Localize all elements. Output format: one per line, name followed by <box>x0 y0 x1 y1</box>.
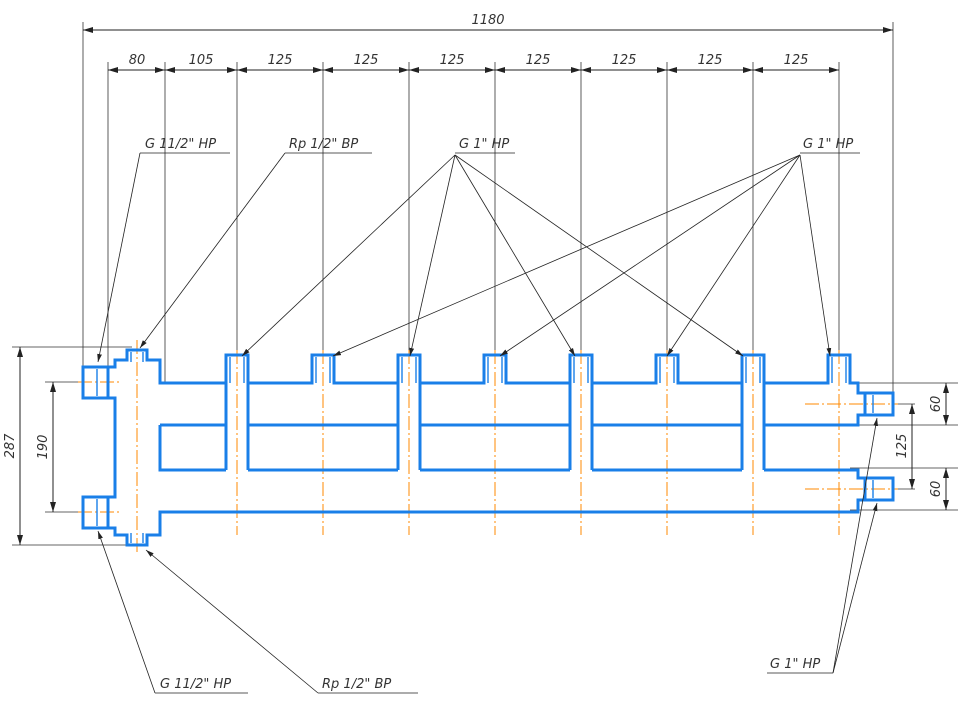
dim-spacing: 125 <box>526 53 551 68</box>
callout-left-top-thread: G 11/2" НР <box>145 137 216 152</box>
callout-center-outlets: G 1" НР <box>459 137 509 152</box>
dim-spacing: 125 <box>698 53 723 68</box>
dim-left-spacing: 190 <box>36 435 51 460</box>
dim-spacing: 80 <box>129 53 146 68</box>
callout-right-outlets: G 1" НР <box>803 137 853 152</box>
dim-overall-length: 1180 <box>471 13 504 28</box>
callout-left-bottom-drain: Rp 1/2" ВР <box>322 677 391 692</box>
center-lines <box>78 340 898 555</box>
dim-spacing: 125 <box>612 53 637 68</box>
manifold-body <box>81 348 895 547</box>
dim-overall-height: 287 <box>3 433 18 459</box>
dim-spacing: 125 <box>440 53 465 68</box>
dim-spacing: 125 <box>784 53 809 68</box>
callout-left-top-vent: Rp 1/2" ВР <box>289 137 358 152</box>
callout-left-bottom-thread: G 11/2" НР <box>160 677 231 692</box>
dim-spacing: 105 <box>189 53 214 68</box>
dim-spacing: 125 <box>268 53 293 68</box>
dim-spacing: 125 <box>354 53 379 68</box>
dimension-lines <box>17 27 949 545</box>
callout-right-end-ports: G 1" НР <box>770 657 820 672</box>
dim-right-top-offset: 60 <box>929 396 944 413</box>
extension-lines <box>12 22 958 546</box>
dim-right-bottom-offset: 60 <box>929 481 944 498</box>
leader-lines <box>97 152 879 694</box>
dim-right-spacing: 125 <box>895 434 910 459</box>
